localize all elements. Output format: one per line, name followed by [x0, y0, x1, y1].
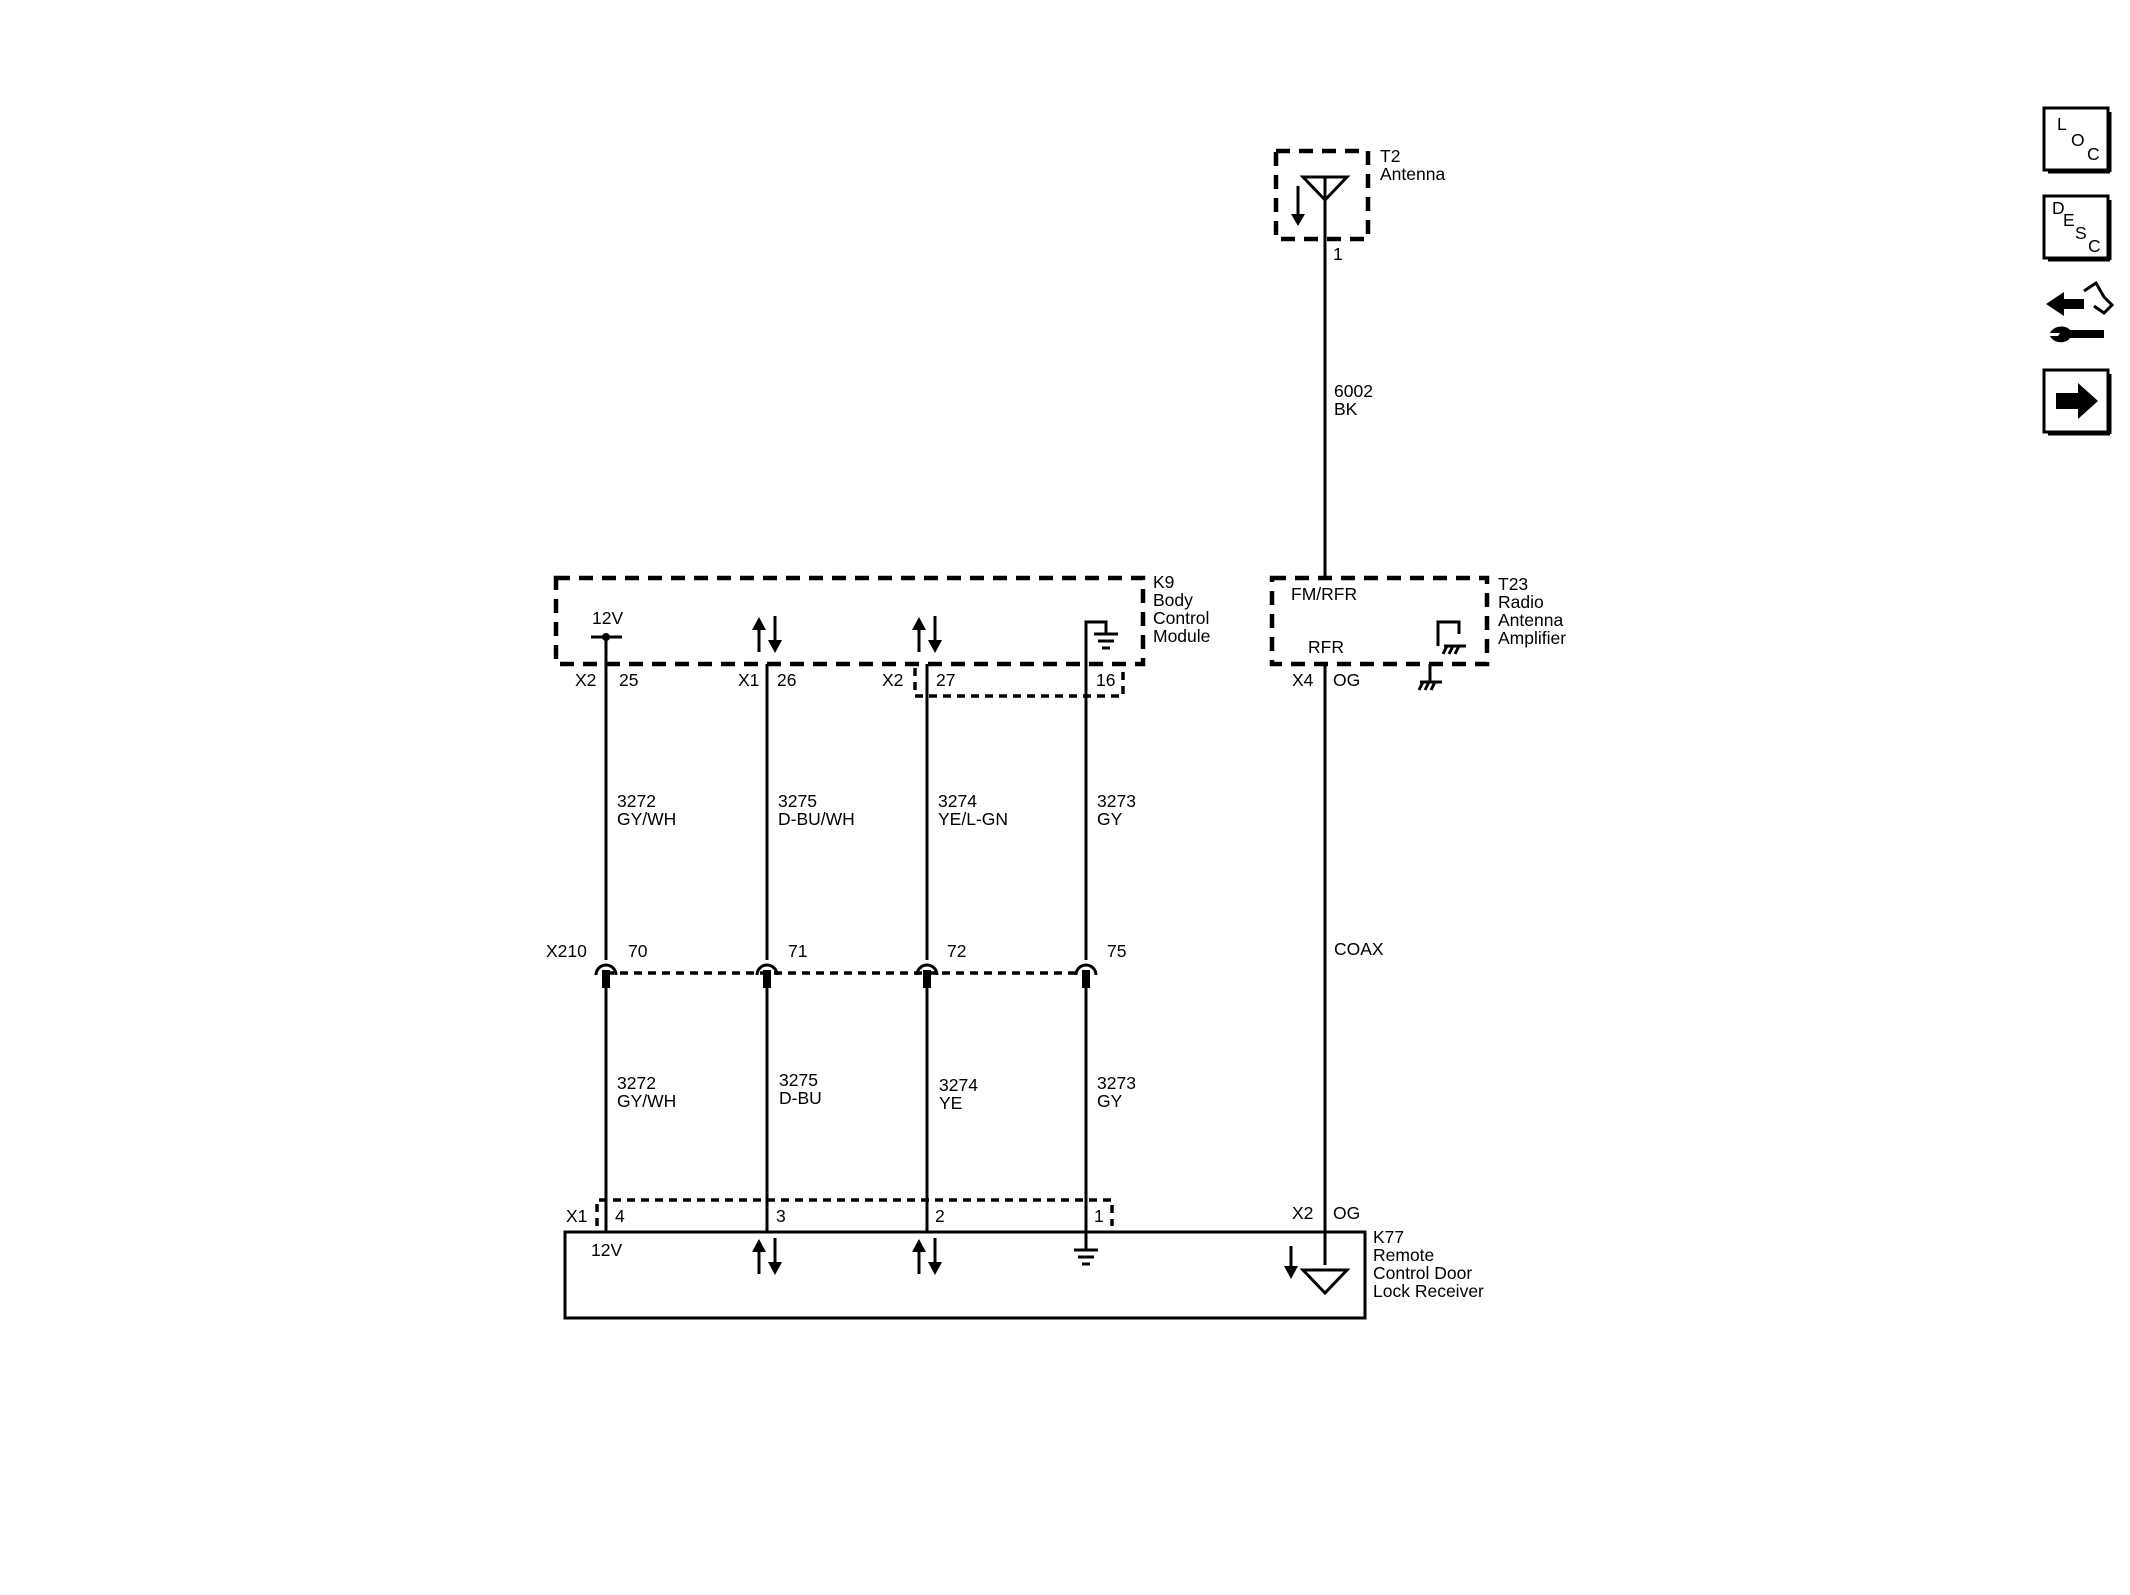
- lower-wire3-color: YE: [939, 1093, 962, 1113]
- upper-wire2-color: D-BU/WH: [778, 809, 855, 829]
- lower-wire2-color: D-BU: [779, 1088, 822, 1108]
- upper-wire4-circuit: 3273: [1097, 791, 1136, 811]
- antenna-symbol-icon: [1284, 1232, 1351, 1296]
- t23-name-3: Amplifier: [1498, 628, 1566, 648]
- k9-name-3: Module: [1153, 626, 1210, 646]
- lower-wire1-color: GY/WH: [617, 1091, 676, 1111]
- t23-connector: X4: [1292, 670, 1314, 690]
- k77-pin2: 3: [776, 1206, 786, 1226]
- k9-pin1-connector: X2: [575, 670, 596, 690]
- k77-x1-connector-outline: [595, 1198, 1114, 1226]
- k77-pin1: 4: [615, 1206, 625, 1226]
- t23-signal-bottom: RFR: [1308, 637, 1344, 657]
- next-page-button[interactable]: [2042, 368, 2112, 436]
- connector-repair-button[interactable]: [2046, 280, 2115, 343]
- t23-color: OG: [1333, 670, 1360, 690]
- x210-ref: X210: [546, 941, 587, 961]
- upper-wire4-color: GY: [1097, 809, 1123, 829]
- k9-pin2-number: 26: [777, 670, 796, 690]
- x210-pin2: 71: [788, 941, 807, 961]
- x210-terminal-icon: [594, 963, 618, 988]
- upper-wire1-color: GY/WH: [617, 809, 676, 829]
- x210-terminal-icon: [755, 963, 779, 988]
- upper-wire3-circuit: 3274: [938, 791, 977, 811]
- t23-amplifier: FM/RFR RFR T23 Radio Antenna Amplifier X…: [1269, 574, 1566, 691]
- k77-receiver: X1 4 3 2 1 X2 OG 12V K77 Remote Control …: [563, 1198, 1484, 1320]
- x210-pin4: 75: [1107, 941, 1126, 961]
- lower-wire2-circuit: 3275: [779, 1070, 818, 1090]
- loc-button[interactable]: L O C: [2042, 106, 2112, 174]
- k9-body-control-module: K9 Body Control Module 12V: [553, 572, 1210, 698]
- lower-wire4-circuit: 3273: [1097, 1073, 1136, 1093]
- k9-pin3-number: 27: [936, 670, 955, 690]
- connector-repair-icon: [2046, 280, 2115, 343]
- chassis-ground-icon: [1417, 620, 1466, 691]
- k77-name-3: Lock Receiver: [1373, 1281, 1484, 1301]
- ground-icon: [1074, 1232, 1098, 1266]
- x210-pin3: 72: [947, 941, 966, 961]
- x210-pin1: 70: [628, 941, 648, 961]
- k77-supply-label: 12V: [591, 1240, 622, 1260]
- next-arrow-icon: [2056, 383, 2098, 419]
- lower-wire1-circuit: 3272: [617, 1073, 656, 1093]
- antenna-symbol-icon: [1291, 175, 1351, 239]
- svg-text:C: C: [2088, 236, 2101, 256]
- desc-icon: D E S C: [2052, 198, 2101, 256]
- k9-name-2: Control: [1153, 608, 1209, 628]
- k9-pin3-connector: X2: [882, 670, 903, 690]
- k77-connector-coax: X2: [1292, 1203, 1313, 1223]
- sidebar-nav: L O C D E S C: [2042, 106, 2115, 436]
- k9-pin4-number: 16: [1096, 670, 1115, 690]
- t23-ref: T23: [1498, 574, 1528, 594]
- t2-name: Antenna: [1380, 164, 1445, 184]
- t2-antenna: T2 Antenna 1: [1273, 146, 1445, 264]
- ground-icon: [1084, 620, 1118, 664]
- t23-name-1: Radio: [1498, 592, 1544, 612]
- svg-text:C: C: [2087, 144, 2100, 164]
- svg-text:L: L: [2057, 114, 2067, 134]
- k77-ref: K77: [1373, 1227, 1404, 1247]
- bidirectional-arrow-icon: [912, 616, 942, 653]
- svg-text:S: S: [2075, 223, 2087, 243]
- loc-icon: L O C: [2057, 114, 2100, 164]
- x210-terminal-icon: [915, 963, 939, 988]
- x210-inline-connector: X210 70 71 72 75: [546, 941, 1126, 988]
- desc-button[interactable]: D E S C: [2042, 194, 2112, 262]
- k77-connector-main: X1: [566, 1206, 587, 1226]
- antenna-wire-circuit: 6002: [1334, 381, 1373, 401]
- t2-ref: T2: [1380, 146, 1400, 166]
- k9-x2-connector-outline: [913, 668, 1125, 698]
- t2-pin: 1: [1333, 244, 1343, 264]
- k77-pin4: 1: [1094, 1206, 1104, 1226]
- t23-name-2: Antenna: [1498, 610, 1563, 630]
- k9-ref: K9: [1153, 572, 1174, 592]
- svg-text:D: D: [2052, 198, 2065, 218]
- svg-text:E: E: [2063, 210, 2075, 230]
- k9-name-1: Body: [1153, 590, 1193, 610]
- coax-label: COAX: [1334, 939, 1384, 959]
- k77-name-2: Control Door: [1373, 1263, 1472, 1283]
- bidirectional-arrow-icon: [752, 1238, 782, 1275]
- upper-wire2-circuit: 3275: [778, 791, 817, 811]
- k77-pin3: 2: [935, 1206, 945, 1226]
- lower-wire3-circuit: 3274: [939, 1075, 978, 1095]
- k9-pin1-number: 25: [619, 670, 638, 690]
- lower-wire4-color: GY: [1097, 1091, 1123, 1111]
- t23-signal-top: FM/RFR: [1291, 584, 1357, 604]
- upper-wire3-color: YE/L-GN: [938, 809, 1008, 829]
- k9-pin2-connector: X1: [738, 670, 759, 690]
- svg-text:O: O: [2071, 130, 2085, 150]
- bidirectional-arrow-icon: [912, 1238, 942, 1275]
- bidirectional-arrow-icon: [752, 616, 782, 653]
- k77-color-coax: OG: [1333, 1203, 1360, 1223]
- x210-terminal-icon: [1074, 963, 1098, 988]
- upper-wire1-circuit: 3272: [617, 791, 656, 811]
- k77-name-1: Remote: [1373, 1245, 1434, 1265]
- antenna-wire-color: BK: [1334, 399, 1358, 419]
- k9-supply-label: 12V: [592, 608, 623, 628]
